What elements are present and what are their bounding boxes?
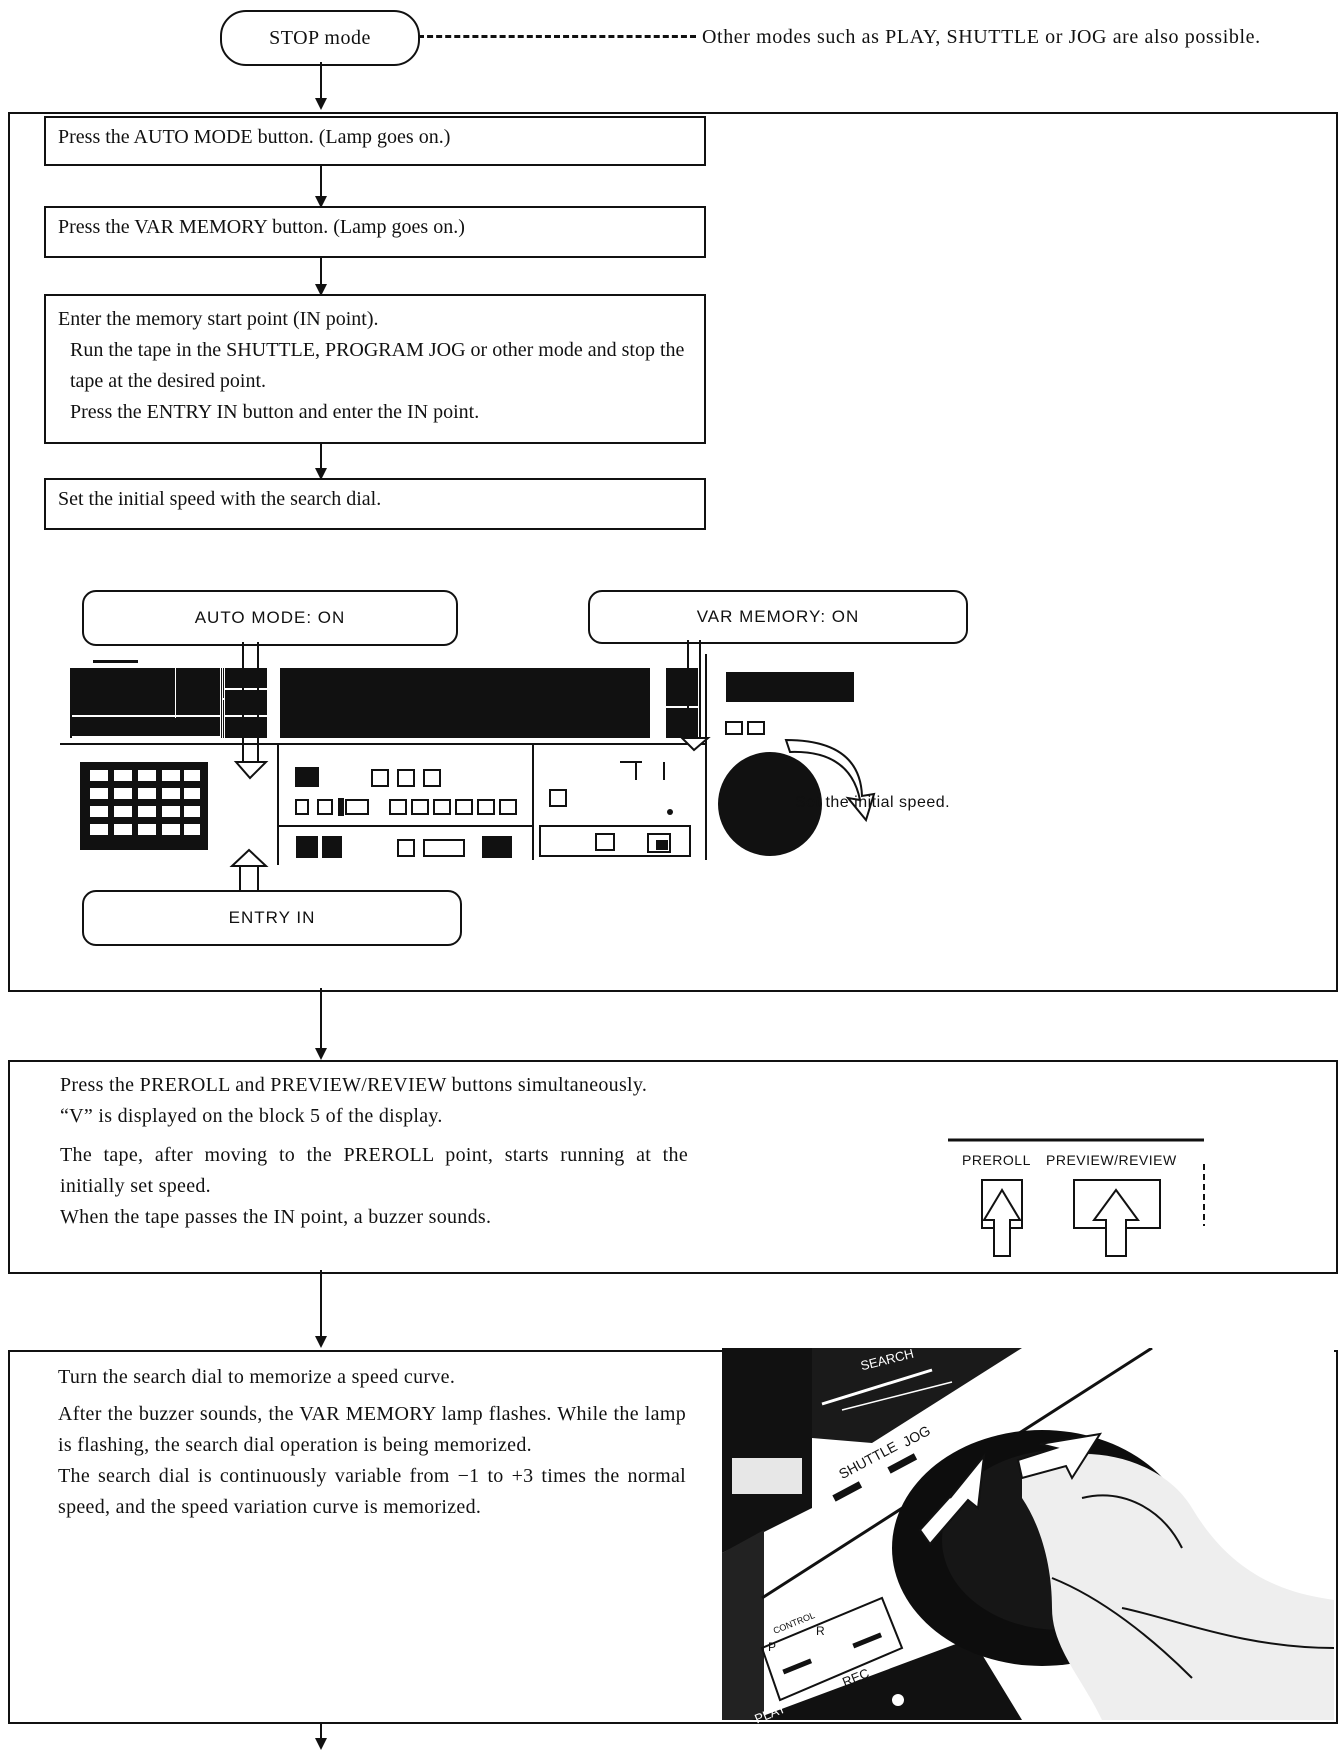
- preroll-label: PREROLL: [962, 1152, 1031, 1168]
- flow-arrow: [320, 62, 322, 108]
- preview-press-arrow: [1094, 1190, 1138, 1256]
- stop-mode-label: STOP mode: [269, 27, 371, 50]
- turn-dial-instruction: Turn the search dial to memorize a speed…: [58, 1362, 686, 1393]
- entry-line-3: Press the ENTRY IN button and enter the …: [58, 397, 692, 428]
- search-display: [726, 672, 854, 702]
- dial-range-note: The search dial is continuously variable…: [58, 1461, 686, 1523]
- entry-line-1: Enter the memory start point (IN point).: [58, 304, 692, 335]
- flow-arrow: [320, 166, 322, 206]
- display-v-note: “V” is displayed on the block 5 of the d…: [60, 1101, 688, 1132]
- time-code-display: [280, 668, 650, 738]
- photo-label-p: P: [768, 1640, 776, 1654]
- step-auto-mode: Press the AUTO MODE button. (Lamp goes o…: [44, 116, 706, 166]
- step-var-memory: Press the VAR MEMORY button. (Lamp goes …: [44, 206, 706, 258]
- flow-arrow: [320, 1270, 322, 1346]
- var-memory-flash-note: After the buzzer sounds, the VAR MEMORY …: [58, 1399, 686, 1461]
- callout-auto-mode-on: AUTO MODE: ON: [82, 590, 458, 646]
- section-3-text: Turn the search dial to memorize a speed…: [58, 1362, 686, 1523]
- flow-arrow: [320, 258, 322, 294]
- note-leader-line: [418, 35, 696, 38]
- numeric-keypad: [80, 762, 208, 850]
- step-var-memory-text: Press the VAR MEMORY button. (Lamp goes …: [58, 216, 465, 238]
- step-entry-in-point: Enter the memory start point (IN point).…: [44, 294, 706, 444]
- other-modes-note: Other modes such as PLAY, SHUTTLE or JOG…: [702, 22, 1336, 52]
- callout-entry-in: ENTRY IN: [82, 890, 462, 946]
- preroll-running-note: The tape, after moving to the PREROLL po…: [60, 1140, 688, 1202]
- section-2-text: Press the PREROLL and PREVIEW/REVIEW but…: [60, 1070, 688, 1233]
- step-initial-speed-text: Set the initial speed with the search di…: [58, 488, 381, 510]
- preview-review-label: PREVIEW/REVIEW: [1046, 1152, 1177, 1168]
- entry-in-button: [296, 836, 318, 858]
- callout-auto-mode-text: AUTO MODE: ON: [195, 608, 346, 628]
- entry-line-2: Run the tape in the SHUTTLE, PROGRAM JOG…: [58, 335, 692, 397]
- preroll-press-arrow: [984, 1190, 1020, 1256]
- step-auto-mode-text: Press the AUTO MODE button. (Lamp goes o…: [58, 126, 450, 148]
- auto-mode-button: [296, 768, 318, 786]
- callout-var-memory-text: VAR MEMORY: ON: [697, 607, 860, 627]
- callout-var-memory-on: VAR MEMORY: ON: [588, 590, 968, 644]
- step-initial-speed: Set the initial speed with the search di…: [44, 478, 706, 530]
- preroll-instruction: Press the PREROLL and PREVIEW/REVIEW but…: [60, 1070, 688, 1101]
- stop-mode-node: STOP mode: [220, 10, 420, 66]
- callout-entry-in-text: ENTRY IN: [229, 908, 316, 928]
- initial-speed-label: Set the initial speed.: [795, 794, 950, 812]
- flow-arrow: [320, 988, 322, 1058]
- flow-arrow: [320, 1722, 322, 1748]
- search-dial-photo: [722, 1348, 1334, 1720]
- photo-label-r: R: [816, 1624, 825, 1638]
- flow-arrow: [320, 444, 322, 478]
- buzzer-note: When the tape passes the IN point, a buz…: [60, 1202, 688, 1233]
- control-panel-diagram: [60, 640, 1000, 892]
